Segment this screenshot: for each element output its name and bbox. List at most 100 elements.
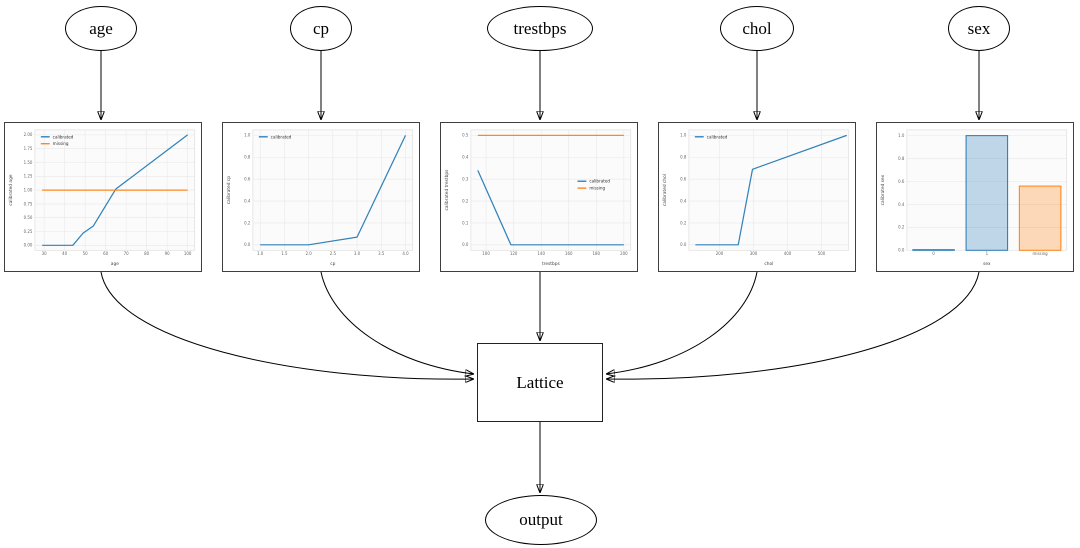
series-calibrated (477, 170, 624, 246)
node-cp: cp (290, 6, 352, 51)
ytick-label: 1.25 (24, 174, 33, 179)
bar-0 (912, 249, 955, 251)
ytick-label: 0.4 (898, 202, 905, 207)
node-trestbps-label: trestbps (513, 18, 567, 38)
x-axis-label: chol (764, 261, 773, 267)
node-age: age (65, 6, 137, 51)
xtick-label: 1 (986, 251, 989, 256)
ytick-label: 0.4 (680, 198, 687, 203)
xtick-label: 30 (42, 251, 48, 256)
ytick-label: 0.75 (24, 201, 33, 206)
xtick-label: 500 (818, 251, 826, 256)
y-axis-label: calibrated cp (226, 176, 232, 204)
node-age-label: age (89, 18, 113, 38)
xtick-label: 200 (620, 251, 628, 256)
node-output: output (485, 495, 597, 545)
xtick-label: 100 (184, 251, 192, 256)
legend-label: calibrated (707, 134, 728, 139)
ytick-label: 0.6 (680, 177, 687, 182)
xtick-label: 120 (510, 251, 518, 256)
ytick-label: 1.50 (24, 160, 33, 165)
xtick-label: 400 (784, 251, 792, 256)
ytick-label: 2.00 (24, 132, 33, 137)
ytick-label: 0.1 (462, 220, 469, 225)
edge-calibrator-cp-to-lattice (320, 271, 474, 374)
ytick-label: 1.0 (680, 133, 687, 138)
node-sex: sex (948, 6, 1010, 51)
xtick-label: 2.0 (305, 251, 312, 256)
ytick-label: 0.2 (680, 220, 687, 225)
ytick-label: 0.6 (898, 179, 905, 184)
ytick-label: 1.0 (898, 133, 905, 138)
xtick-label: 200 (716, 251, 724, 256)
y-axis-label: calibrated chol (662, 174, 668, 206)
y-axis-label: calibrated sex (880, 174, 886, 205)
ytick-label: 0.4 (462, 155, 469, 160)
legend-label: calibrated (589, 179, 610, 184)
node-lattice: Lattice (477, 343, 603, 422)
ytick-label: 0.2 (462, 198, 469, 203)
x-axis-label: age (111, 262, 119, 267)
ytick-label: 0.50 (24, 215, 33, 220)
legend-label: calibrated (271, 134, 292, 139)
edge-calibrator-age-to-lattice (100, 271, 474, 379)
y-axis-label: calibrated age (8, 174, 14, 205)
ytick-label: 1.00 (24, 187, 33, 192)
ytick-label: 0.0 (898, 248, 905, 253)
x-axis-label: sex (983, 262, 991, 267)
ytick-label: 0.00 (24, 243, 33, 248)
xtick-label: 60 (103, 251, 109, 256)
series-calibrated (695, 134, 847, 246)
ytick-label: 1.75 (24, 146, 33, 151)
ytick-label: 0.8 (680, 155, 687, 160)
xtick-label: 80 (144, 251, 150, 256)
x-axis-label: trestbps (542, 261, 560, 267)
xtick-label: 3.5 (378, 251, 385, 256)
node-chol-label: chol (742, 18, 772, 38)
ytick-label: 0.5 (462, 133, 469, 138)
edge-calibrator-sex-to-lattice (606, 271, 980, 379)
plot-area (906, 129, 1068, 251)
ytick-label: 0.0 (244, 242, 251, 247)
node-lattice-label: Lattice (516, 372, 564, 392)
plot-area (688, 129, 850, 251)
series-calibrated (42, 134, 188, 246)
series-calibrated (260, 135, 407, 246)
ytick-label: 1.0 (244, 133, 251, 138)
xtick-label: 50 (83, 251, 89, 256)
bar-1 (965, 135, 1009, 251)
xtick-label: 1.5 (281, 251, 288, 256)
node-output-label: output (519, 510, 563, 529)
node-trestbps: trestbps (487, 6, 593, 51)
ytick-label: 0.0 (680, 242, 687, 247)
ytick-label: 0.3 (462, 177, 469, 182)
xtick-label: 4.0 (402, 251, 409, 256)
xtick-label: 160 (565, 251, 573, 256)
xtick-label: 100 (482, 251, 490, 256)
xtick-label: 180 (593, 251, 601, 256)
ytick-label: 0.2 (244, 220, 251, 225)
legend-label: missing (589, 186, 605, 191)
ytick-label: 0.6 (244, 177, 251, 182)
xtick-label: 70 (124, 251, 130, 256)
node-sex-label: sex (967, 18, 991, 38)
xtick-label: 90 (165, 251, 171, 256)
node-chol: chol (720, 6, 794, 51)
ytick-label: 0.25 (24, 229, 33, 234)
xtick-label: 2.5 (330, 251, 337, 256)
xtick-label: 0 (932, 251, 935, 256)
node-cp-label: cp (312, 18, 330, 38)
ytick-label: 0.0 (462, 242, 469, 247)
ytick-label: 0.8 (898, 156, 905, 161)
ytick-label: 0.2 (898, 225, 905, 230)
xtick-label: 3.0 (354, 251, 361, 256)
